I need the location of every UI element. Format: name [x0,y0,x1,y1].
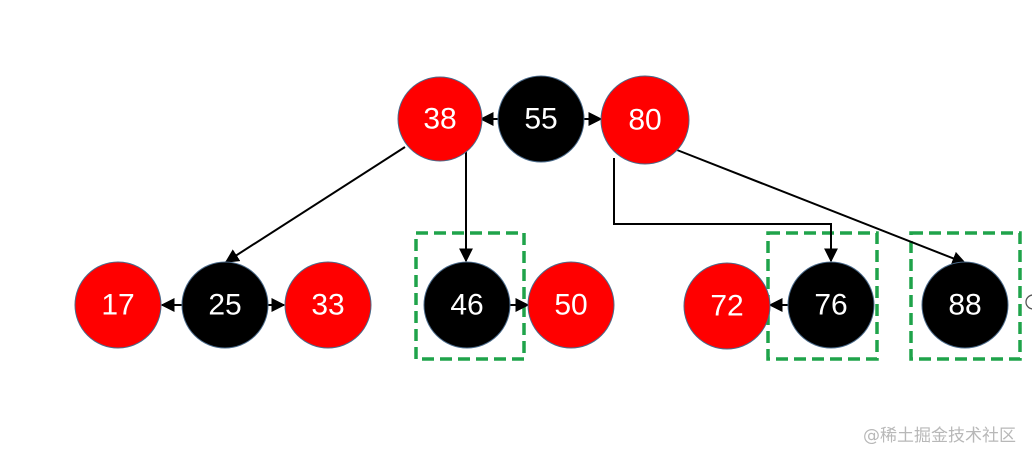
node-17-label: 17 [101,289,134,322]
node-55-label: 55 [524,103,557,136]
highlight-box-88 [909,231,1022,361]
node-50: 50 [527,261,615,349]
node-80: 80 [600,75,690,165]
node-72: 72 [683,262,771,350]
edges [160,112,967,312]
node-38-label: 38 [423,103,456,136]
node-33: 33 [284,261,372,349]
edge-80-76 [613,158,838,263]
node-72-label: 72 [710,290,743,323]
node-25-circle [181,261,269,349]
node-46-circle [423,261,511,349]
node-76-label: 76 [814,289,847,322]
node-25: 25 [181,261,269,349]
node-88: 88 [921,261,1009,349]
edge-80-88 [676,149,967,265]
edge-38-25 [224,146,406,263]
node-33-circle [284,261,372,349]
node-76-circle [787,261,875,349]
nodes: 38 55 80 17 25 33 46 50 [74,75,1009,350]
node-88-label: 88 [948,289,981,322]
node-80-circle [600,75,690,165]
highlight-box-46 [414,231,526,361]
highlight-boxes [414,231,1022,361]
node-17: 17 [74,261,162,349]
node-76: 76 [787,261,875,349]
node-38-circle [397,76,483,162]
node-46: 46 [423,261,511,349]
node-50-label: 50 [554,289,587,322]
node-38: 38 [397,76,483,162]
watermark: @稀土掘金技术社区 [863,426,1016,446]
node-80-label: 80 [628,104,661,137]
node-55-circle [497,75,585,163]
node-33-label: 33 [311,289,344,322]
node-17-circle [74,261,162,349]
node-88-circle [921,261,1009,349]
node-25-label: 25 [208,289,241,322]
partial-circle-icon [1025,294,1032,310]
node-72-circle [683,262,771,350]
node-50-circle [527,261,615,349]
node-55: 55 [497,75,585,163]
node-46-label: 46 [450,289,483,322]
